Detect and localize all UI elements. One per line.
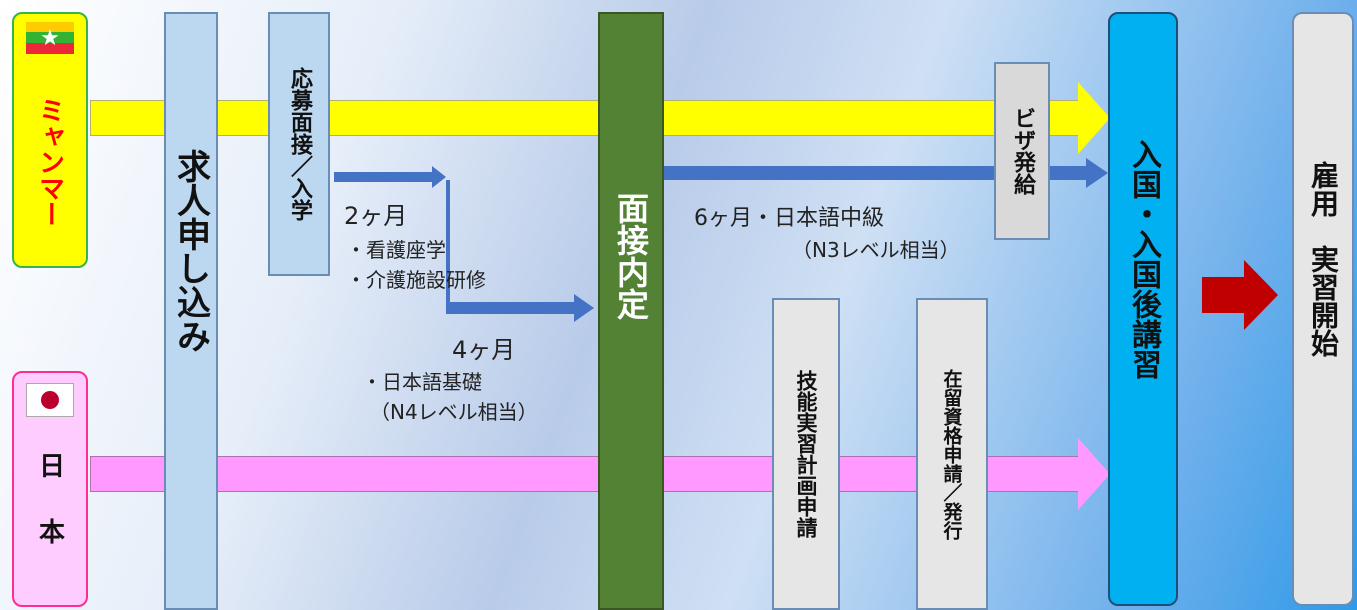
residence-status-box: 在留資格申請／発行	[916, 298, 988, 610]
phase2-item1: ・日本語基礎	[362, 370, 482, 394]
phase1-item2: ・介護施設研修	[346, 268, 486, 292]
start-arrow	[1202, 277, 1246, 313]
japan-label: 日本	[34, 452, 65, 584]
phase1-item1: ・看護座学	[346, 238, 446, 262]
training-plan-box: 技能実習計画申請	[772, 298, 840, 610]
phase3-line1: 6ヶ月・日本語中級	[694, 206, 884, 231]
phase1-arrowhead	[432, 166, 446, 188]
phase1-arrow	[334, 172, 434, 182]
myanmar-lane-arrowhead	[1078, 82, 1110, 154]
phase2-arrow	[446, 302, 576, 314]
myanmar-label: ミャンマー	[34, 97, 65, 227]
job-application-column: 求人申し込み	[164, 12, 218, 610]
japan-lane-band	[90, 456, 1080, 492]
japan-box: 日本	[12, 371, 88, 607]
employment-start-column: 雇用 実習開始	[1292, 12, 1354, 606]
phase1-period: 2ヶ月	[344, 202, 408, 230]
myanmar-flag-icon: ★	[26, 22, 74, 54]
japan-flag-icon	[26, 383, 74, 417]
interview-decision-column: 面接内定	[598, 12, 664, 610]
visa-box: ビザ発給	[994, 62, 1050, 240]
phase3-arrow	[664, 166, 1088, 180]
phase2-period: 4ヶ月	[452, 336, 516, 364]
myanmar-lane-band	[90, 100, 1080, 136]
phase2-arrowhead	[574, 294, 594, 322]
entry-column: 入国・入国後講習	[1108, 12, 1178, 606]
myanmar-box: ★ ミャンマー	[12, 12, 88, 268]
japan-lane-arrowhead	[1078, 438, 1110, 510]
interview-enroll-box: 応募面接／入学	[268, 12, 330, 276]
start-arrowhead	[1244, 260, 1278, 330]
phase-connector-line	[446, 180, 450, 310]
phase3-line2: （N3レベル相当）	[792, 238, 960, 262]
phase2-item2: （N4レベル相当）	[370, 400, 538, 424]
phase3-arrowhead	[1086, 158, 1108, 188]
